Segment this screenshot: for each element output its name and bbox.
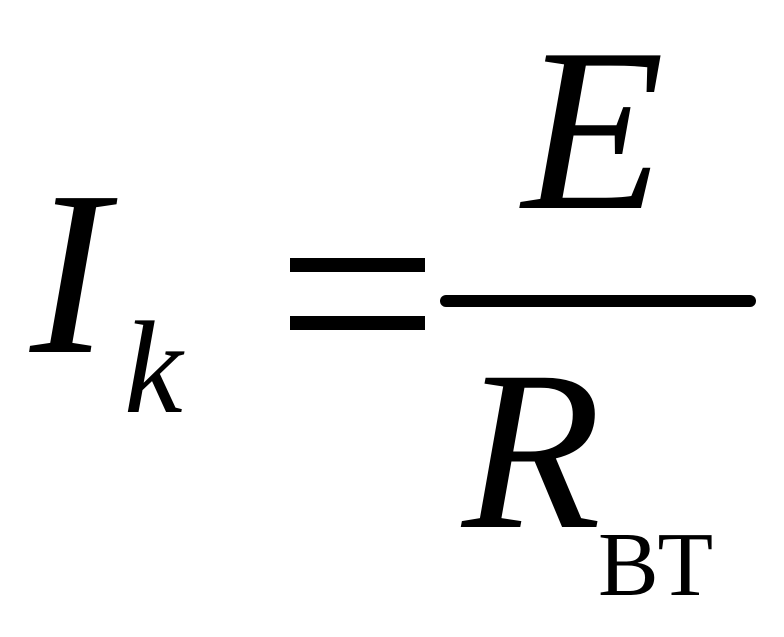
current-symbol: I xyxy=(30,143,109,403)
current-subscript: k xyxy=(124,294,183,441)
fraction-bar xyxy=(440,295,756,307)
denominator-resistance: R xyxy=(462,325,602,577)
denominator-subscript: ВТ xyxy=(598,514,714,615)
equals-top-bar xyxy=(290,258,425,272)
equals-bottom-bar xyxy=(290,316,425,330)
numerator-emf: E xyxy=(522,1,665,259)
